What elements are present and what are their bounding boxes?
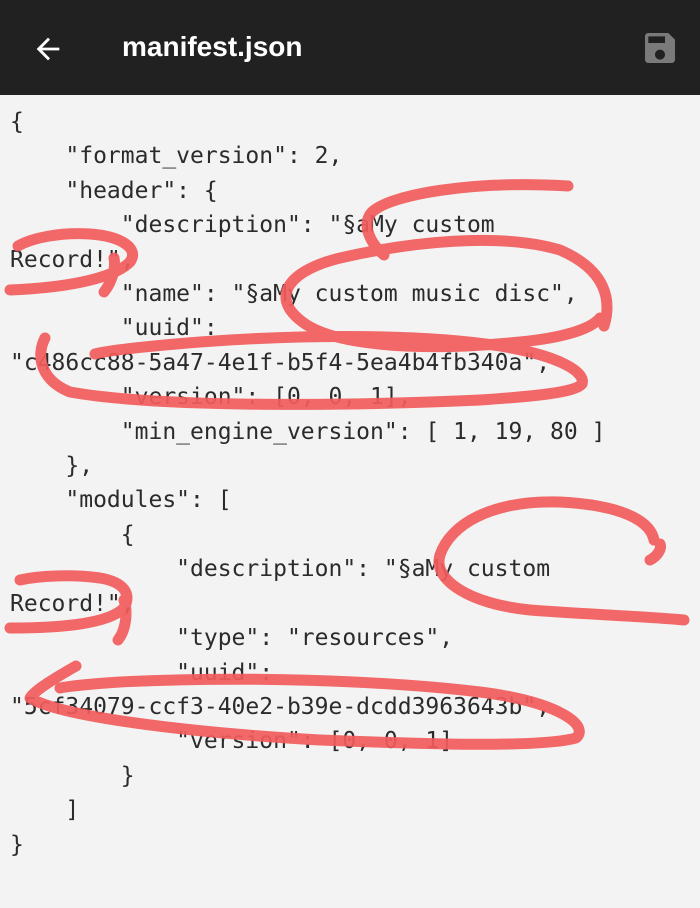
code-line: Record!",: [10, 246, 135, 273]
code-line: "min_engine_version": [ 1, 19, 80 ]: [10, 418, 606, 445]
code-editor[interactable]: { "format_version": 2, "header": { "desc…: [0, 95, 700, 908]
code-line: "header": {: [10, 177, 218, 204]
app-toolbar: manifest.json: [0, 0, 700, 95]
code-line: "name": "§aMy custom music disc",: [10, 281, 578, 308]
code-line: "version": [0, 0, 1]: [10, 728, 454, 755]
code-line: "modules": [: [10, 487, 232, 514]
code-line: "5cf34079-ccf3-40e2-b39e-dcdd3963643b",: [10, 693, 551, 720]
code-line: {: [10, 109, 24, 135]
code-line: },: [10, 453, 94, 480]
back-button[interactable]: [22, 23, 74, 75]
code-line: Record!",: [10, 590, 135, 617]
code-line: "format_version": 2,: [10, 143, 343, 170]
code-line: }: [10, 762, 135, 789]
code-line: "version": [0, 0, 1],: [10, 384, 412, 411]
code-line: "c486cc88-5a47-4e1f-b5f4-5ea4b4fb340a",: [10, 349, 551, 376]
file-title: manifest.json: [122, 31, 303, 62]
code-text-area[interactable]: { "format_version": 2, "header": { "desc…: [0, 95, 700, 908]
arrow-back-icon: [36, 37, 60, 61]
code-line: }: [10, 831, 24, 858]
code-line: "description": "§aMy custom: [10, 556, 551, 583]
floppy-disk-save-icon: [645, 33, 675, 63]
code-line: "description": "§aMy custom: [10, 212, 495, 239]
code-line: "uuid":: [10, 315, 218, 342]
code-line: "uuid":: [10, 659, 274, 686]
code-line: ]: [10, 797, 80, 824]
code-line: "type": "resources",: [10, 625, 454, 652]
save-button[interactable]: [634, 22, 686, 74]
code-line: {: [10, 521, 135, 548]
